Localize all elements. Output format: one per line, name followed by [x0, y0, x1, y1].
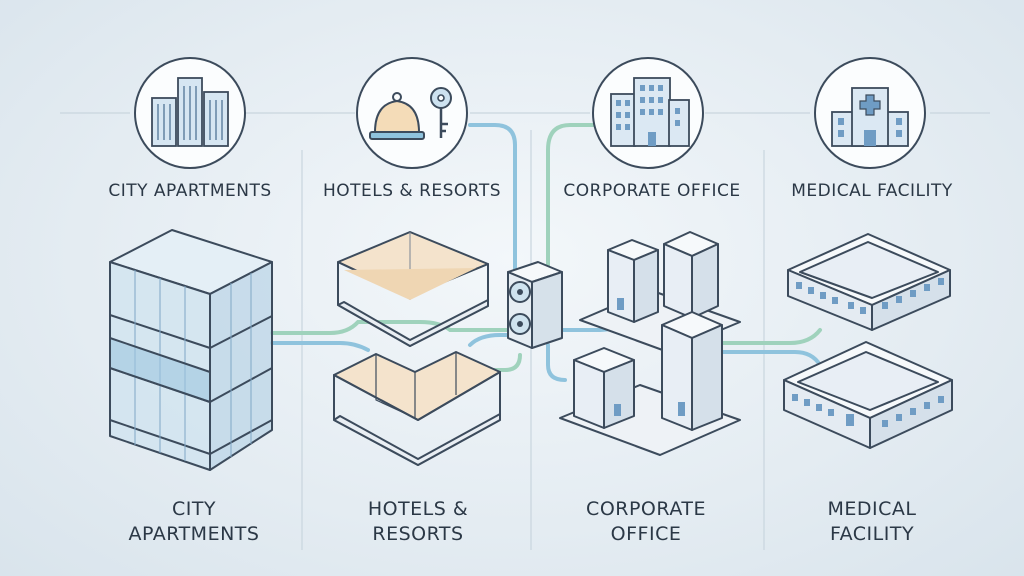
bottom-label-city-apartments: CITY APARTMENTS: [84, 497, 304, 547]
service-bell-key-icon: [356, 57, 468, 169]
bottom-label-line: HOTELS &: [367, 498, 469, 520]
hotel-room-lower: [333, 351, 501, 466]
bottom-label-line: OFFICE: [610, 523, 682, 545]
hotel-room-upper: [337, 231, 489, 347]
hvac-outdoor-unit-icon: [507, 261, 563, 349]
bottom-label-medical-facility: MEDICAL FACILITY: [762, 497, 982, 547]
office-buildings-icon: [592, 57, 704, 169]
bottom-label-line: FACILITY: [829, 523, 915, 545]
city-skyline-icon: [134, 57, 246, 169]
hospital-building-lower: [783, 341, 953, 449]
top-label-city-apartments: CITY APARTMENTS: [108, 181, 272, 201]
bottom-label-line: APARTMENTS: [128, 523, 260, 545]
top-label-hotels-resorts: HOTELS & RESORTS: [322, 181, 502, 201]
bottom-label-corporate-office: CORPORATE OFFICE: [536, 497, 756, 547]
bottom-label-line: MEDICAL: [827, 498, 917, 520]
glass-apartment-tower: [109, 229, 273, 471]
bottom-label-line: RESORTS: [372, 523, 464, 545]
office-tower-group-lower: [559, 311, 741, 456]
bottom-label-line: CITY: [171, 498, 217, 520]
office-tower-group-upper: [579, 231, 741, 353]
hospital-building-upper: [787, 233, 951, 331]
bottom-label-line: CORPORATE: [586, 498, 706, 520]
bottom-label-hotels-resorts: HOTELS & RESORTS: [308, 497, 528, 547]
top-label-corporate-office: CORPORATE OFFICE: [563, 181, 741, 201]
top-label-medical-facility: MEDICAL FACILITY: [791, 181, 953, 201]
refrigerant-pipes: [270, 123, 822, 382]
hospital-icon: [814, 57, 926, 169]
